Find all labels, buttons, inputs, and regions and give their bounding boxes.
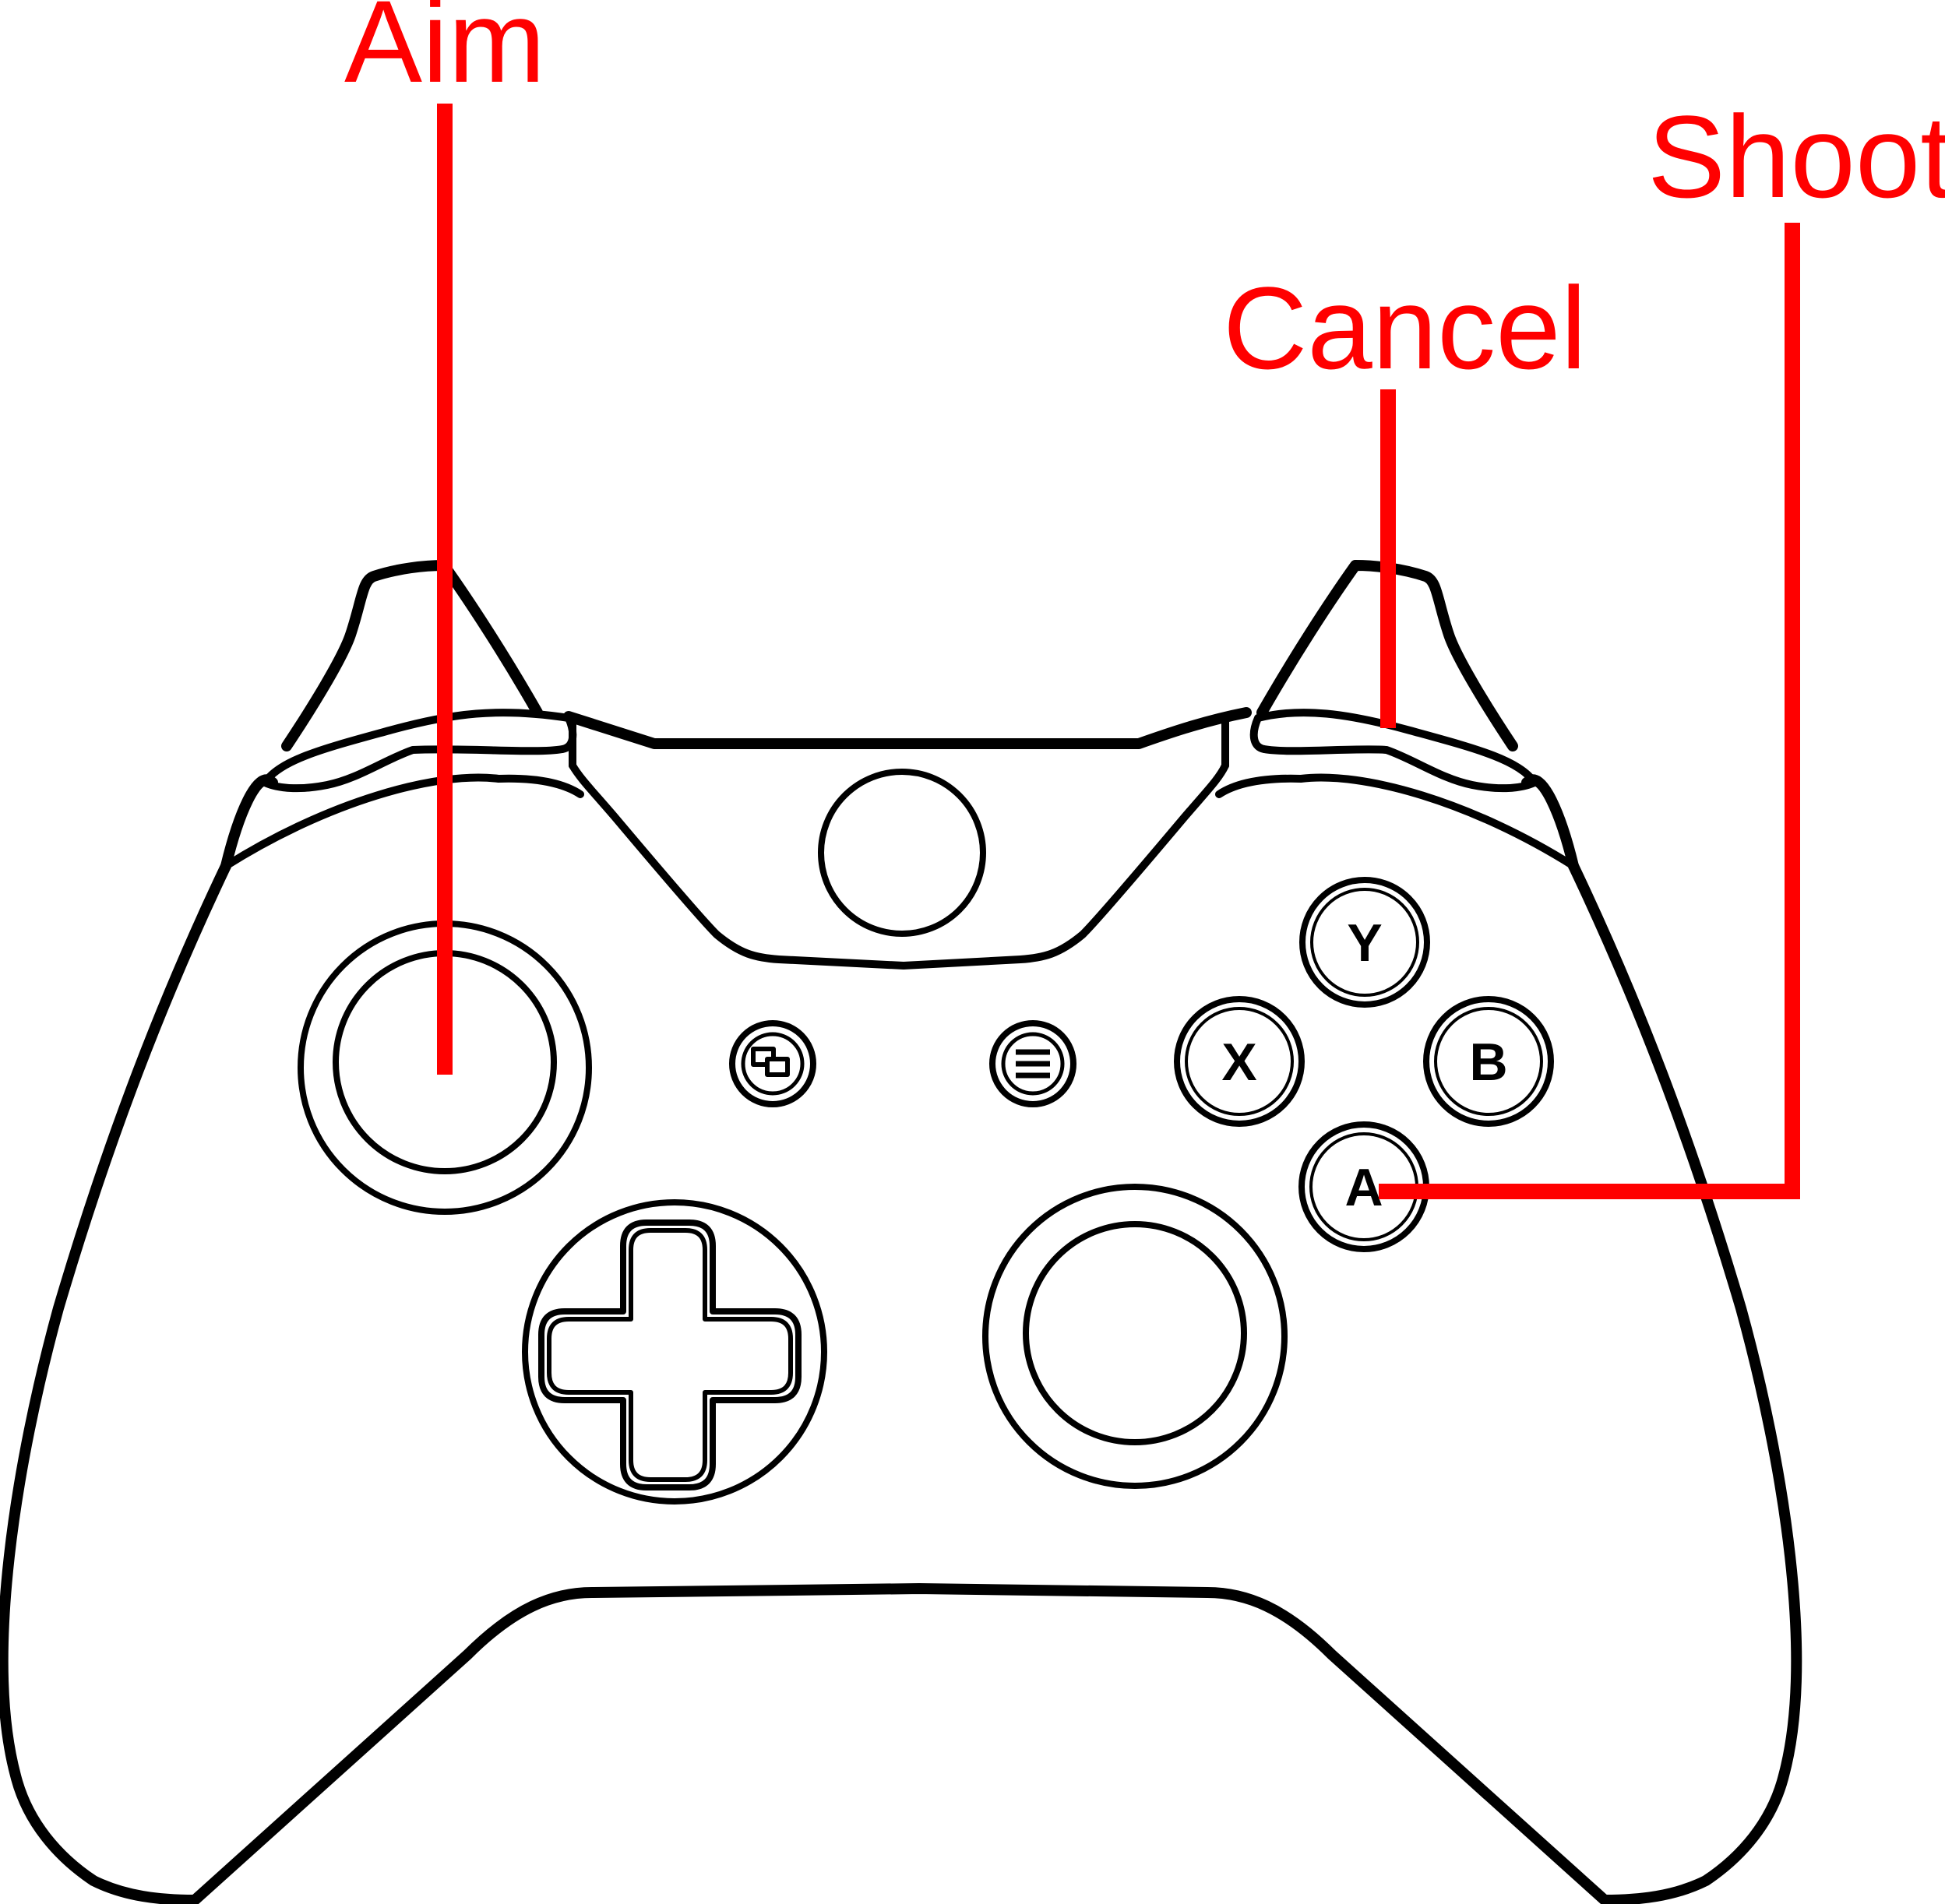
right-trigger[interactable] (1256, 560, 1518, 751)
x-button-inner (1185, 1007, 1294, 1116)
right-bumper[interactable] (1249, 709, 1538, 793)
y-button-inner (1310, 888, 1419, 997)
dpad-ring (522, 1199, 827, 1505)
y-button-label: Y (1347, 913, 1382, 973)
b-button-label: B (1469, 1033, 1507, 1092)
guide-button[interactable] (818, 769, 986, 937)
menu-button[interactable] (989, 1020, 1076, 1107)
right-thumbstick-ring (982, 1184, 1288, 1489)
dpad-inner-outline (547, 1228, 793, 1482)
menu-button-inner (1001, 1032, 1065, 1096)
left-shoulder-contour (222, 773, 584, 870)
a-button-label: A (1344, 1158, 1383, 1217)
aim-label: Aim (344, 0, 545, 107)
cancel-label: Cancel (1223, 262, 1587, 393)
view-icon (751, 1047, 790, 1077)
view-button-inner (741, 1032, 805, 1096)
controller-body-outline (0, 860, 1802, 1904)
left-trigger[interactable] (281, 560, 543, 751)
x-button[interactable] (1174, 996, 1305, 1127)
y-button[interactable] (1299, 877, 1430, 1008)
shoot-label: Shoot (1647, 91, 1945, 222)
center-panel (569, 762, 1229, 970)
b-button[interactable] (1423, 996, 1554, 1127)
b-button-inner (1434, 1007, 1543, 1116)
shoot-callout-line (1379, 223, 1800, 1199)
top-edge (563, 707, 1252, 749)
x-button-label: X (1221, 1033, 1256, 1092)
menu-icon (1016, 1049, 1050, 1079)
left-bumper[interactable] (261, 709, 577, 793)
dpad[interactable] (538, 1219, 802, 1490)
right-thumbstick[interactable] (1023, 1221, 1247, 1445)
right-shoulder-contour (1215, 773, 1577, 870)
view-button[interactable] (729, 1020, 816, 1107)
